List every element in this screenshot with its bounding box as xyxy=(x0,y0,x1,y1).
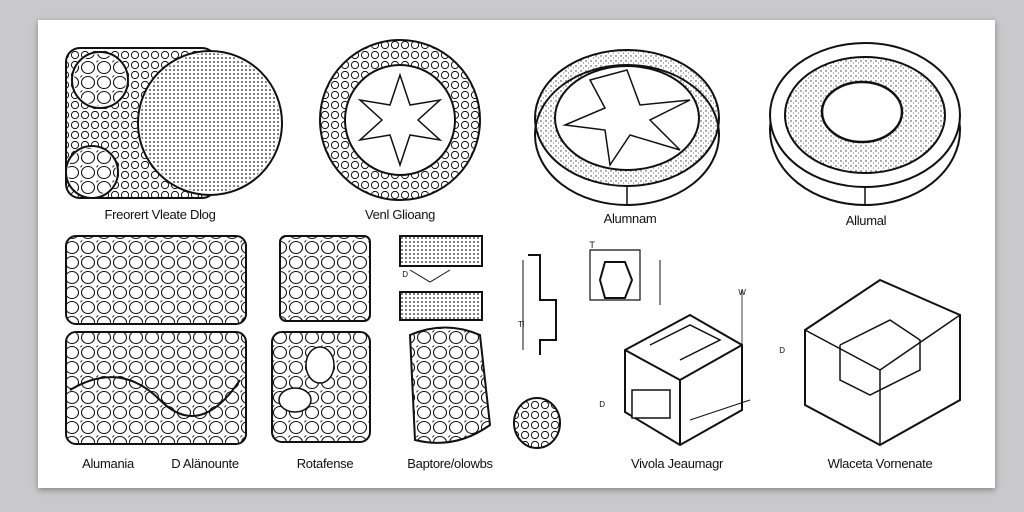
label-bottom-2: D Alänounte xyxy=(171,456,239,471)
disc-drawing-1 xyxy=(65,47,283,199)
dimension-mark: D xyxy=(599,400,605,409)
isometric-box-1 xyxy=(624,290,751,447)
grain-block-2 xyxy=(271,235,371,443)
label-top-2: Venl Glioang xyxy=(364,207,436,222)
label-top-3: Alumnam xyxy=(603,211,657,226)
dimension-mark: Tl xyxy=(517,320,525,329)
label-bottom-3: Rotafense xyxy=(296,456,354,471)
label-bottom-5: Vivola Jeaumagr xyxy=(630,456,724,471)
section-strips xyxy=(399,235,561,449)
label-bottom-1: Alumania xyxy=(82,456,134,471)
label-top-4: Allumal xyxy=(845,213,887,228)
dimension-mark: D xyxy=(402,270,408,279)
dimension-mark: T xyxy=(589,240,595,250)
label-bottom-6: Wlaceta Vornenate xyxy=(827,456,933,471)
label-top-1: Freorert Vleate Dlog xyxy=(104,207,216,222)
dimension-mark: W xyxy=(738,288,746,297)
label-bottom-4: Baptore/olowbs xyxy=(407,456,493,471)
grain-block-1 xyxy=(65,235,247,445)
profile-drawing xyxy=(522,249,661,355)
dimension-mark: D xyxy=(779,346,785,355)
disc-drawing-2 xyxy=(319,39,481,201)
disc-drawing-3 xyxy=(534,49,720,206)
isometric-box-2 xyxy=(804,278,961,447)
ring-drawing-4 xyxy=(769,42,961,206)
